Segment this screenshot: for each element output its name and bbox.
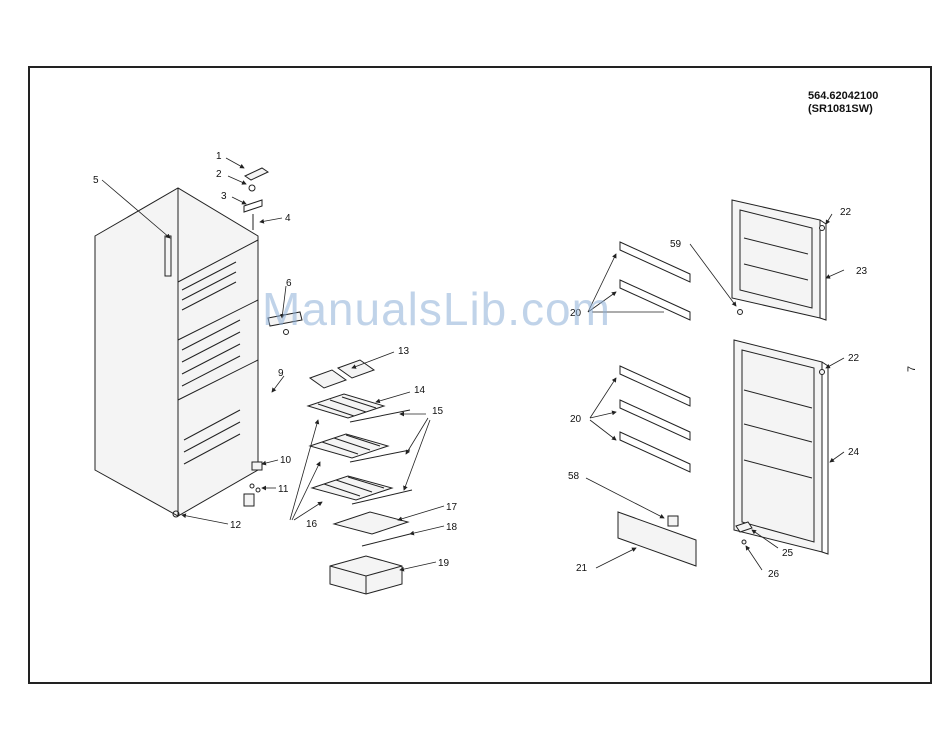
- crisper-cover-trim: [362, 534, 410, 546]
- callout-10: 10: [280, 455, 292, 466]
- callout-1: 1: [216, 151, 222, 162]
- fresh-food-shelf-1: [310, 434, 388, 458]
- callout-12: 12: [230, 520, 242, 531]
- callout-21: 21: [576, 563, 588, 574]
- callout-4: 4: [285, 213, 291, 224]
- callout-20-upper: 20: [570, 308, 582, 319]
- page-number: 7: [906, 366, 918, 372]
- callout-19: 19: [438, 558, 450, 569]
- door-plug: [738, 310, 743, 315]
- callout-26: 26: [768, 569, 780, 580]
- callout-9: 9: [278, 368, 284, 379]
- callout-11: 11: [278, 484, 289, 495]
- callout-15: 15: [432, 406, 444, 417]
- callout-13: 13: [398, 346, 410, 357]
- fresh-food-shelf-2: [312, 476, 392, 500]
- cabinet: [95, 188, 258, 516]
- callout-3: 3: [221, 191, 227, 202]
- callout-22-upper: 22: [840, 207, 852, 218]
- freezer-door: [732, 200, 826, 320]
- crisper-cover: [334, 512, 408, 534]
- callout-6: 6: [286, 278, 292, 289]
- callout-17: 17: [446, 502, 458, 513]
- callout-25: 25: [782, 548, 794, 559]
- callout-16: 16: [306, 519, 318, 530]
- callout-18: 18: [446, 522, 458, 533]
- callout-58: 58: [568, 471, 580, 482]
- callout-2: 2: [216, 169, 222, 180]
- top-hinge-assembly: [244, 168, 268, 230]
- callout-22-lower: 22: [848, 353, 860, 364]
- freezer-shelf: [308, 394, 384, 418]
- door-screw: [820, 226, 825, 231]
- middle-hinge: [268, 312, 302, 335]
- door-shelves: [618, 242, 696, 566]
- callout-5: 5: [93, 175, 99, 186]
- callout-14: 14: [414, 385, 426, 396]
- ice-trays: [310, 360, 374, 388]
- door-screw: [820, 370, 825, 375]
- hinge-screw: [742, 540, 746, 544]
- crisper-drawer: [330, 556, 402, 594]
- callout-23: 23: [856, 266, 868, 277]
- callout-20-lower: 20: [570, 414, 582, 425]
- callout-24: 24: [848, 447, 860, 458]
- callout-59: 59: [670, 239, 682, 250]
